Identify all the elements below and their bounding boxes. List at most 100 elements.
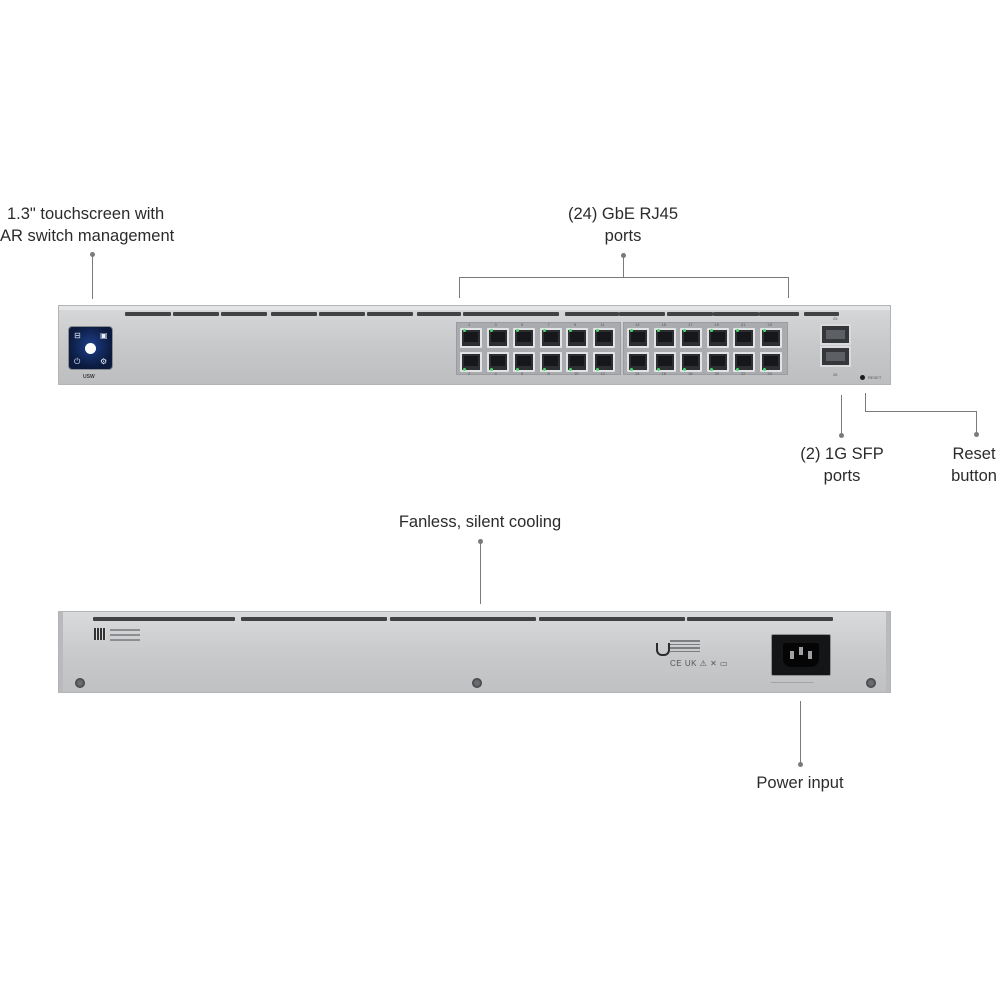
rj45-port[interactable] xyxy=(566,328,588,348)
certification-marks: CE UK ⚠ ✕ ▭ xyxy=(670,659,729,668)
rj45-port[interactable] xyxy=(486,352,509,372)
link-led-icon xyxy=(630,329,633,332)
home-indicator-icon xyxy=(85,343,96,354)
reset-callout-leader-v2 xyxy=(976,411,977,433)
rj45-port[interactable] xyxy=(539,328,562,348)
rj45-port[interactable] xyxy=(653,352,676,372)
power-inlet[interactable] xyxy=(771,634,831,676)
rj45-port[interactable] xyxy=(733,328,755,348)
link-led-icon xyxy=(542,368,546,371)
sfp-callout-line1: (2) 1G SFP xyxy=(800,445,884,463)
power-pin xyxy=(808,651,812,659)
rj45-port[interactable] xyxy=(592,328,615,348)
vent-slot xyxy=(271,312,317,316)
rj45-port[interactable] xyxy=(566,352,588,372)
link-led-icon xyxy=(489,368,493,371)
sfp-callout-dot xyxy=(839,433,844,438)
vent-slot xyxy=(539,617,685,621)
link-led-icon xyxy=(516,368,519,371)
rj45-port[interactable] xyxy=(627,352,649,372)
touchscreen-callout-line1: 1.3" touchscreen with xyxy=(7,205,165,223)
power-rating-label: ─────────────── xyxy=(771,680,814,685)
rj45-port[interactable] xyxy=(759,352,782,372)
vent-slot xyxy=(367,312,413,316)
sfp-port[interactable] xyxy=(820,346,851,367)
reset-callout-dot xyxy=(974,432,979,437)
port-number: 13 xyxy=(635,322,640,327)
reset-button[interactable] xyxy=(860,375,865,380)
rj45-port[interactable] xyxy=(733,352,755,372)
link-led-icon xyxy=(463,329,466,332)
reset-label: RESET xyxy=(868,375,882,380)
vent-slot xyxy=(241,617,387,621)
port-number: 12 xyxy=(600,371,605,376)
port-number: 18 xyxy=(688,371,693,376)
port-number: 14 xyxy=(635,371,640,376)
reset-callout-leader-v1 xyxy=(865,393,866,412)
sfp-callout-line2: ports xyxy=(823,467,861,485)
rj45-callout-stem xyxy=(623,255,624,277)
port-number: 16 xyxy=(661,371,666,376)
vent-slot xyxy=(687,617,833,621)
network-icon: ⊟ xyxy=(74,331,81,340)
vent-slot xyxy=(319,312,365,316)
rj45-port[interactable] xyxy=(513,328,535,348)
rj45-port[interactable] xyxy=(759,328,782,348)
link-led-icon xyxy=(489,329,493,332)
sfp-port-group: 25 26 xyxy=(820,316,855,377)
sfp-port-number: 25 xyxy=(833,316,838,321)
screw-icon xyxy=(472,678,482,688)
rj45-callout-bracket xyxy=(459,277,789,278)
rj45-port[interactable] xyxy=(680,352,702,372)
rj45-port[interactable] xyxy=(706,352,729,372)
vent-slot xyxy=(804,312,839,316)
port-number: 8 xyxy=(547,371,550,376)
settings-icon: ⚙ xyxy=(100,357,108,366)
regulatory-text xyxy=(670,640,700,654)
power-pin xyxy=(799,647,803,655)
link-led-icon xyxy=(709,368,713,371)
sfp-callout-leader xyxy=(841,395,842,435)
port-number: 20 xyxy=(714,371,719,376)
power-callout: Power input xyxy=(756,774,844,792)
port-number: 11 xyxy=(600,322,605,327)
touchscreen-callout-line2: AR switch management xyxy=(0,227,175,245)
rj45-port[interactable] xyxy=(680,328,702,348)
link-led-icon xyxy=(595,368,599,371)
rj45-port[interactable] xyxy=(460,328,482,348)
port-number: 5 xyxy=(521,322,524,327)
power-callout-leader xyxy=(800,701,801,764)
rj45-port[interactable] xyxy=(486,328,509,348)
rj45-port[interactable] xyxy=(653,328,676,348)
switch-rear-panel: CE UK ⚠ ✕ ▭ ─────────────── xyxy=(58,611,891,693)
rj45-port[interactable] xyxy=(460,352,482,372)
power-pin xyxy=(790,651,794,659)
rj45-callout-line2: ports xyxy=(604,227,642,245)
vent-slot xyxy=(619,312,665,316)
sfp-port[interactable] xyxy=(820,324,851,345)
rj45-port[interactable] xyxy=(706,328,729,348)
vent-slot xyxy=(417,312,461,316)
rj45-callout: (24) GbE RJ45 ports xyxy=(548,203,698,247)
rj45-port[interactable] xyxy=(539,352,562,372)
touchscreen-callout-leader xyxy=(92,254,93,299)
link-led-icon xyxy=(569,368,572,371)
ubiquiti-logo-icon xyxy=(656,643,670,656)
qr-code-icon xyxy=(94,628,106,640)
link-led-icon xyxy=(762,368,766,371)
rj45-port[interactable] xyxy=(592,352,615,372)
rj45-port[interactable] xyxy=(627,328,649,348)
vent-slot xyxy=(173,312,219,316)
link-led-icon xyxy=(516,329,519,332)
vent-slot xyxy=(565,312,619,316)
port-number: 9 xyxy=(574,322,577,327)
touchscreen-display[interactable]: ⊟ ▣ ⏻ ⚙ xyxy=(68,326,113,370)
front-panel-top-edge xyxy=(59,306,890,310)
link-led-icon xyxy=(736,329,739,332)
port-number: 7 xyxy=(547,322,550,327)
port-number: 21 xyxy=(741,322,746,327)
rj45-port[interactable] xyxy=(513,352,535,372)
